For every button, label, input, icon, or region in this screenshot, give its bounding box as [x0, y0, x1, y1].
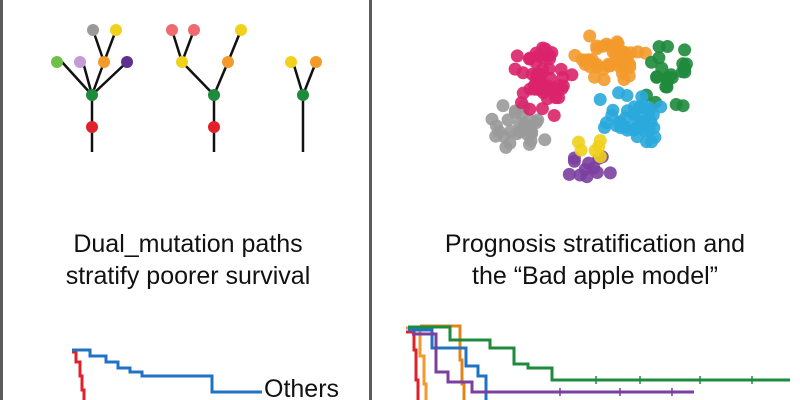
tree-1-root-node — [86, 121, 98, 133]
cell-dot — [597, 73, 611, 87]
right-caption-line-1: Prognosis stratification and — [444, 230, 746, 258]
tree-2-leaf-node — [166, 24, 178, 36]
cell-dot — [593, 150, 607, 164]
tree-3-trunk-node — [297, 89, 309, 101]
cell-dot — [538, 133, 552, 147]
cell-dot — [650, 70, 664, 84]
left-panel-border — [0, 0, 3, 400]
cell-dot — [630, 121, 644, 135]
cell-dot — [652, 51, 666, 65]
cell-dot — [565, 68, 579, 82]
tree-2-trunk-node — [208, 89, 220, 101]
tree-1-leaf-node — [121, 56, 133, 68]
tree-2-branch-node — [222, 56, 234, 68]
cell-dot — [547, 109, 561, 122]
cell-dot — [579, 53, 592, 67]
cell-dot — [678, 43, 692, 57]
tree-1-branch-node — [98, 56, 110, 68]
tree-1-leaf-node — [87, 24, 99, 36]
cell-dot — [652, 40, 666, 54]
survival-curve-red-group — [406, 330, 420, 400]
cell-dot — [593, 134, 607, 147]
left-caption-line-1: Dual_mutation paths — [73, 230, 303, 258]
cell-dot — [678, 65, 692, 79]
cell-dot — [523, 137, 536, 151]
survival-curve-dual-mutation — [72, 350, 86, 400]
cell-dot — [496, 99, 510, 113]
right-panel-caption: Prognosis stratification and the “Bad ap… — [410, 228, 780, 292]
tree-3-leaf-node — [285, 56, 297, 68]
tree-3-leaf-node — [310, 56, 322, 68]
cell-dot — [510, 49, 524, 63]
center-divider — [369, 0, 372, 400]
left-caption-line-2: stratify poorer survival — [65, 262, 311, 290]
cell-dot — [620, 123, 634, 137]
cell-dot — [485, 112, 499, 126]
tree-2-leaf-node — [235, 24, 247, 36]
tree-1-leaf-node — [110, 24, 122, 36]
cell-dot — [638, 46, 652, 60]
left-panel-caption: Dual_mutation paths stratify poorer surv… — [34, 228, 342, 292]
cell-dot — [513, 125, 527, 139]
cell-dot — [664, 68, 678, 82]
survival-curve-blue-group — [408, 328, 488, 400]
cell-dot — [600, 37, 613, 51]
tree-1 — [51, 24, 133, 152]
cell-dot — [593, 93, 607, 106]
survival-curve-violet-group — [412, 332, 694, 394]
tree-1-trunk-node — [86, 89, 98, 101]
cell-dot — [562, 167, 576, 181]
tree-3 — [285, 56, 322, 152]
cell-dot — [654, 100, 668, 114]
cell-dot — [543, 71, 557, 85]
tree-1-leaf-node — [74, 56, 86, 68]
cell-dot — [605, 108, 619, 122]
censor-ticks — [559, 376, 753, 396]
tree-2 — [166, 24, 247, 152]
cell-dot — [676, 99, 690, 113]
survival-curve-others — [72, 348, 262, 394]
cell-dot — [497, 129, 511, 143]
cell-dot — [635, 98, 649, 112]
tree-2-branch-node — [176, 56, 188, 68]
right-caption-line-2: the “Bad apple model” — [472, 262, 718, 290]
survival-curve-darkorange-group — [420, 324, 466, 400]
cell-dot — [617, 73, 631, 86]
cell-dot — [609, 49, 623, 63]
cell-dot — [523, 51, 537, 65]
cell-dot — [509, 106, 522, 119]
cell-dot — [523, 102, 537, 116]
cell-dot — [516, 86, 530, 100]
tree-2-leaf-node — [188, 24, 200, 36]
tree-2-root-node — [208, 121, 220, 133]
cell-dot — [556, 79, 570, 93]
cell-dot — [645, 135, 658, 149]
cell-dot — [610, 119, 623, 133]
cell-dot — [552, 91, 566, 105]
tree-1-leaf-node — [51, 56, 63, 68]
cell-dot — [603, 166, 617, 180]
survival-curve-green-group — [408, 325, 790, 382]
cell-dot — [612, 86, 626, 100]
cell-dot — [596, 62, 610, 76]
cell-dot — [554, 62, 568, 76]
cell-dot — [574, 143, 588, 157]
cell-dot — [583, 29, 597, 43]
cell-dot — [508, 62, 522, 76]
km-label-others: Others — [264, 375, 340, 400]
cell-dot — [535, 102, 549, 116]
cell-dot — [623, 60, 637, 74]
cell-dot — [647, 121, 661, 135]
cell-dot — [532, 76, 546, 90]
cell-dot — [590, 166, 604, 179]
cell-dot — [620, 104, 634, 118]
